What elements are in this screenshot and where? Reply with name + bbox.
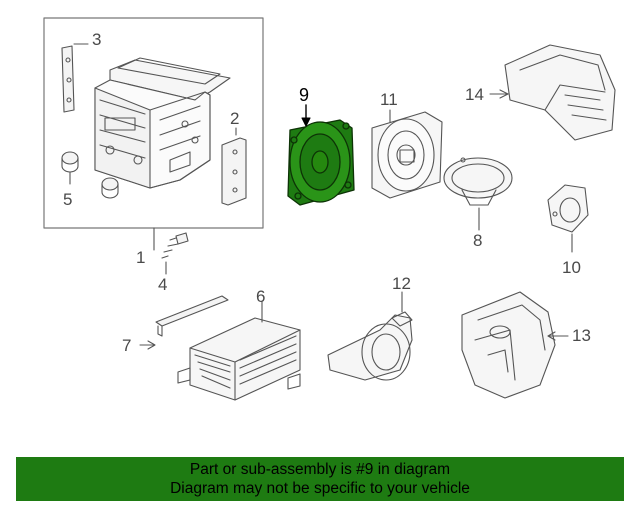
knob-part-5 (61, 151, 119, 199)
callout-9: 9 (299, 85, 310, 105)
screw-part-4 (161, 232, 189, 275)
speaker-part-11 (371, 109, 443, 199)
callout-1: 1 (136, 248, 146, 267)
callout-5: 5 (63, 190, 73, 209)
notice-line-2: Diagram may not be specific to your vehi… (170, 480, 470, 497)
callout-3: 3 (92, 30, 102, 49)
bracket-part-3 (61, 43, 89, 113)
notice-banner: Part or sub-assembly is #9 in diagram Di… (16, 457, 624, 501)
callout-11: 11 (380, 90, 398, 109)
callout-13: 13 (572, 326, 591, 345)
callout-10: 10 (562, 258, 581, 277)
subwoofer-part-13 (461, 291, 569, 399)
callout-14: 14 (465, 85, 484, 104)
amp-cover-part-14 (489, 44, 616, 141)
callout-4: 4 (158, 275, 168, 294)
parts-diagram (43, 17, 616, 401)
speaker-part-9 (287, 119, 355, 206)
speaker-part-8 (443, 157, 513, 231)
speaker-part-12 (327, 291, 413, 381)
callout-2: 2 (230, 109, 240, 128)
head-unit-drawing (94, 57, 231, 189)
callout-6: 6 (256, 287, 266, 306)
tweeter-part-10 (547, 184, 589, 253)
amplifier-part-6 (177, 301, 301, 401)
callout-12: 12 (392, 274, 411, 293)
callout-8: 8 (473, 231, 483, 250)
callout-7: 7 (122, 336, 132, 355)
bracket-part-7 (139, 295, 229, 350)
notice-line-1: Part or sub-assembly is #9 in diagram (189, 461, 451, 478)
bracket-part-2 (221, 127, 247, 206)
